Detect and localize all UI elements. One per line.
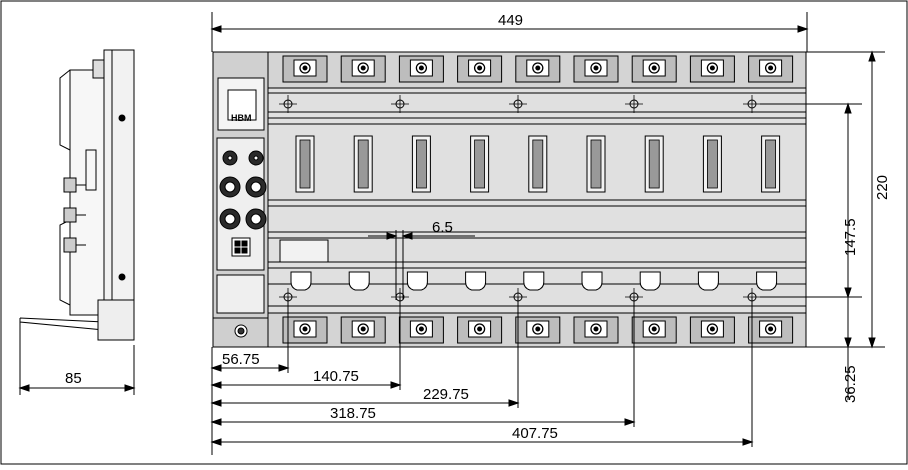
top-terminal-screw-center (768, 65, 774, 71)
dim-bottom-offset (844, 297, 852, 400)
dim-mount-spacing (760, 102, 862, 299)
backplane-connector-pins (299, 139, 311, 189)
logo-text: HBM (231, 113, 252, 123)
front-view (212, 51, 807, 348)
dim-overall-height (806, 50, 885, 349)
dim-label-slot-gap: 6.5 (432, 219, 453, 236)
backplane-connector-pins (590, 139, 602, 189)
backplane-connector-pins (357, 139, 369, 189)
top-terminal-screw-center (360, 65, 366, 71)
round-connector-core (250, 181, 262, 193)
dim-label-mount-spacing: 147.5 (842, 218, 859, 256)
slot-latch (290, 271, 312, 291)
backplane-connector-pins (707, 139, 718, 189)
bottom-terminal-screw-center (418, 326, 424, 332)
backplane-connector-pins (415, 139, 427, 189)
dim-label-bottom-offset: 36.25 (842, 365, 859, 403)
top-terminal-screw-center (418, 65, 424, 71)
dim-label-hole-2: 140.75 (313, 368, 359, 385)
dim-hole-positions (210, 297, 754, 455)
ground-screw-icon (237, 327, 245, 335)
module-slots (279, 55, 794, 344)
backplane-connector-pins (474, 139, 486, 189)
slot-latch (523, 271, 545, 291)
dim-slot-gap (368, 230, 475, 300)
dim-label-hole-4: 318.75 (330, 405, 376, 422)
slot-latch (348, 271, 370, 291)
slot-latch (465, 271, 487, 291)
top-terminal-screw-center (477, 65, 483, 71)
dim-overall-width (210, 12, 809, 52)
dim-label-hole-1: 56.75 (222, 351, 260, 368)
bottom-terminal-screw-center (709, 326, 715, 332)
slot-latch (639, 271, 661, 291)
panel-connectors (219, 150, 267, 230)
dim-label-hole-5: 407.75 (512, 425, 558, 442)
round-connector-core (253, 155, 259, 161)
top-terminal-screw-center (593, 65, 599, 71)
backplane-connector-pins (532, 139, 544, 189)
round-connector-core (227, 155, 233, 161)
dim-label-overall-width: 449 (498, 12, 523, 29)
top-terminal-screw-center (651, 65, 657, 71)
label-window (279, 239, 329, 263)
slot-latch (697, 271, 719, 291)
backplane-connector-pins (648, 139, 660, 189)
side-screw-icon (118, 273, 126, 281)
bottom-terminal-screw-center (477, 326, 483, 332)
top-terminal-screw-center (535, 65, 541, 71)
bottom-terminal-screw-center (360, 326, 366, 332)
slot-latch (581, 271, 603, 291)
bottom-terminal-screw-center (535, 326, 541, 332)
bottom-terminal-screw-center (302, 326, 308, 332)
round-connector-core (250, 213, 262, 225)
slot-latch (756, 271, 778, 291)
bottom-terminal-screw-center (651, 326, 657, 332)
dim-side-depth (18, 322, 136, 395)
top-terminal-screw-center (709, 65, 715, 71)
slot-latch (406, 271, 428, 291)
dim-label-overall-height: 220 (874, 175, 891, 200)
top-terminal-screw-center (302, 65, 308, 71)
side-mounting-plate (103, 49, 135, 341)
dim-label-side-depth: 85 (65, 370, 82, 387)
backplane-connector-pins (765, 139, 776, 189)
dim-label-hole-3: 229.75 (423, 386, 469, 403)
bottom-terminal-screw-center (768, 326, 774, 332)
round-connector-core (224, 213, 236, 225)
side-view (19, 49, 135, 341)
bottom-terminal-screw-center (593, 326, 599, 332)
round-connector-core (224, 181, 236, 193)
side-screw-icon (118, 114, 126, 122)
